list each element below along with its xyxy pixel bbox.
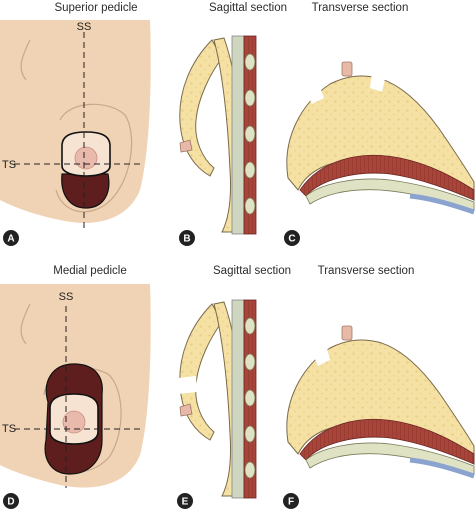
skin-flap-b [179,39,223,177]
rib-e-4 [244,425,256,443]
fascia-b [231,35,245,235]
badge-e: E [177,493,193,509]
nipple-b [179,139,193,153]
svg-text:A: A [7,234,14,245]
chest-wall-f [305,442,475,475]
badge-c: C [284,230,300,246]
areola-d [62,410,86,434]
svg-text:E: E [182,497,189,508]
rib-b-3 [244,125,256,143]
ss-label-a: SS [77,21,92,33]
panel-c-transverse [286,61,475,215]
nipple-e [179,403,193,417]
resection-gap-c-right [370,72,386,92]
rib-e-2 [244,353,256,371]
svg-text:C: C [288,234,295,245]
fascia-f [409,457,475,479]
resection-gap-f [312,344,330,366]
badge-b: B [179,230,195,246]
panel-b-sagittal [179,35,257,235]
axilla-fold-a [20,39,31,81]
muscle-f [299,419,475,465]
nipple-c [341,61,353,77]
svg-text:D: D [7,497,14,508]
muscle-c [299,155,475,201]
ts-label-d: TS [2,423,16,435]
heading-medial-pedicle: Medial pedicle [53,265,127,277]
breast-contour-a [55,103,133,213]
panel-d-breast: SS TS [0,284,151,488]
fascia-e [231,299,245,499]
panel-e-sagittal [178,299,257,499]
panel-f-transverse [286,325,475,479]
ts-label-a: TS [2,159,16,171]
panel-a-breast: SS TS [0,20,151,228]
rib-b-4 [244,161,256,179]
ss-label-d: SS [59,291,74,303]
resection-gap-e [178,376,197,394]
rib-b-1 [244,53,256,71]
rib-b-2 [244,89,256,107]
skin-flap-e [179,303,223,441]
svg-text:B: B [183,234,190,245]
areola-a [74,146,98,170]
badge-a: A [3,230,19,246]
badge-f: F [283,493,299,509]
axilla-fold-d [20,303,31,345]
heading-transverse-section-bottom: Transverse section [318,265,415,277]
heading-transverse-section-top: Transverse section [312,2,409,14]
fascia-c [409,193,475,215]
nipple-f [341,325,353,341]
resection-gap-c-left [306,82,324,104]
heading-superior-pedicle: Superior pedicle [54,2,137,14]
heading-sagittal-section-top: Sagittal section [209,2,287,14]
pedicle-region-a [61,173,110,209]
rib-e-3 [244,389,256,407]
svg-text:F: F [288,497,294,508]
chest-wall-c [305,178,475,211]
heading-sagittal-section-bottom: Sagittal section [213,265,291,277]
badge-d: D [3,493,19,509]
rib-b-5 [244,197,256,215]
rib-e-1 [244,317,256,335]
rib-e-5 [244,461,256,479]
